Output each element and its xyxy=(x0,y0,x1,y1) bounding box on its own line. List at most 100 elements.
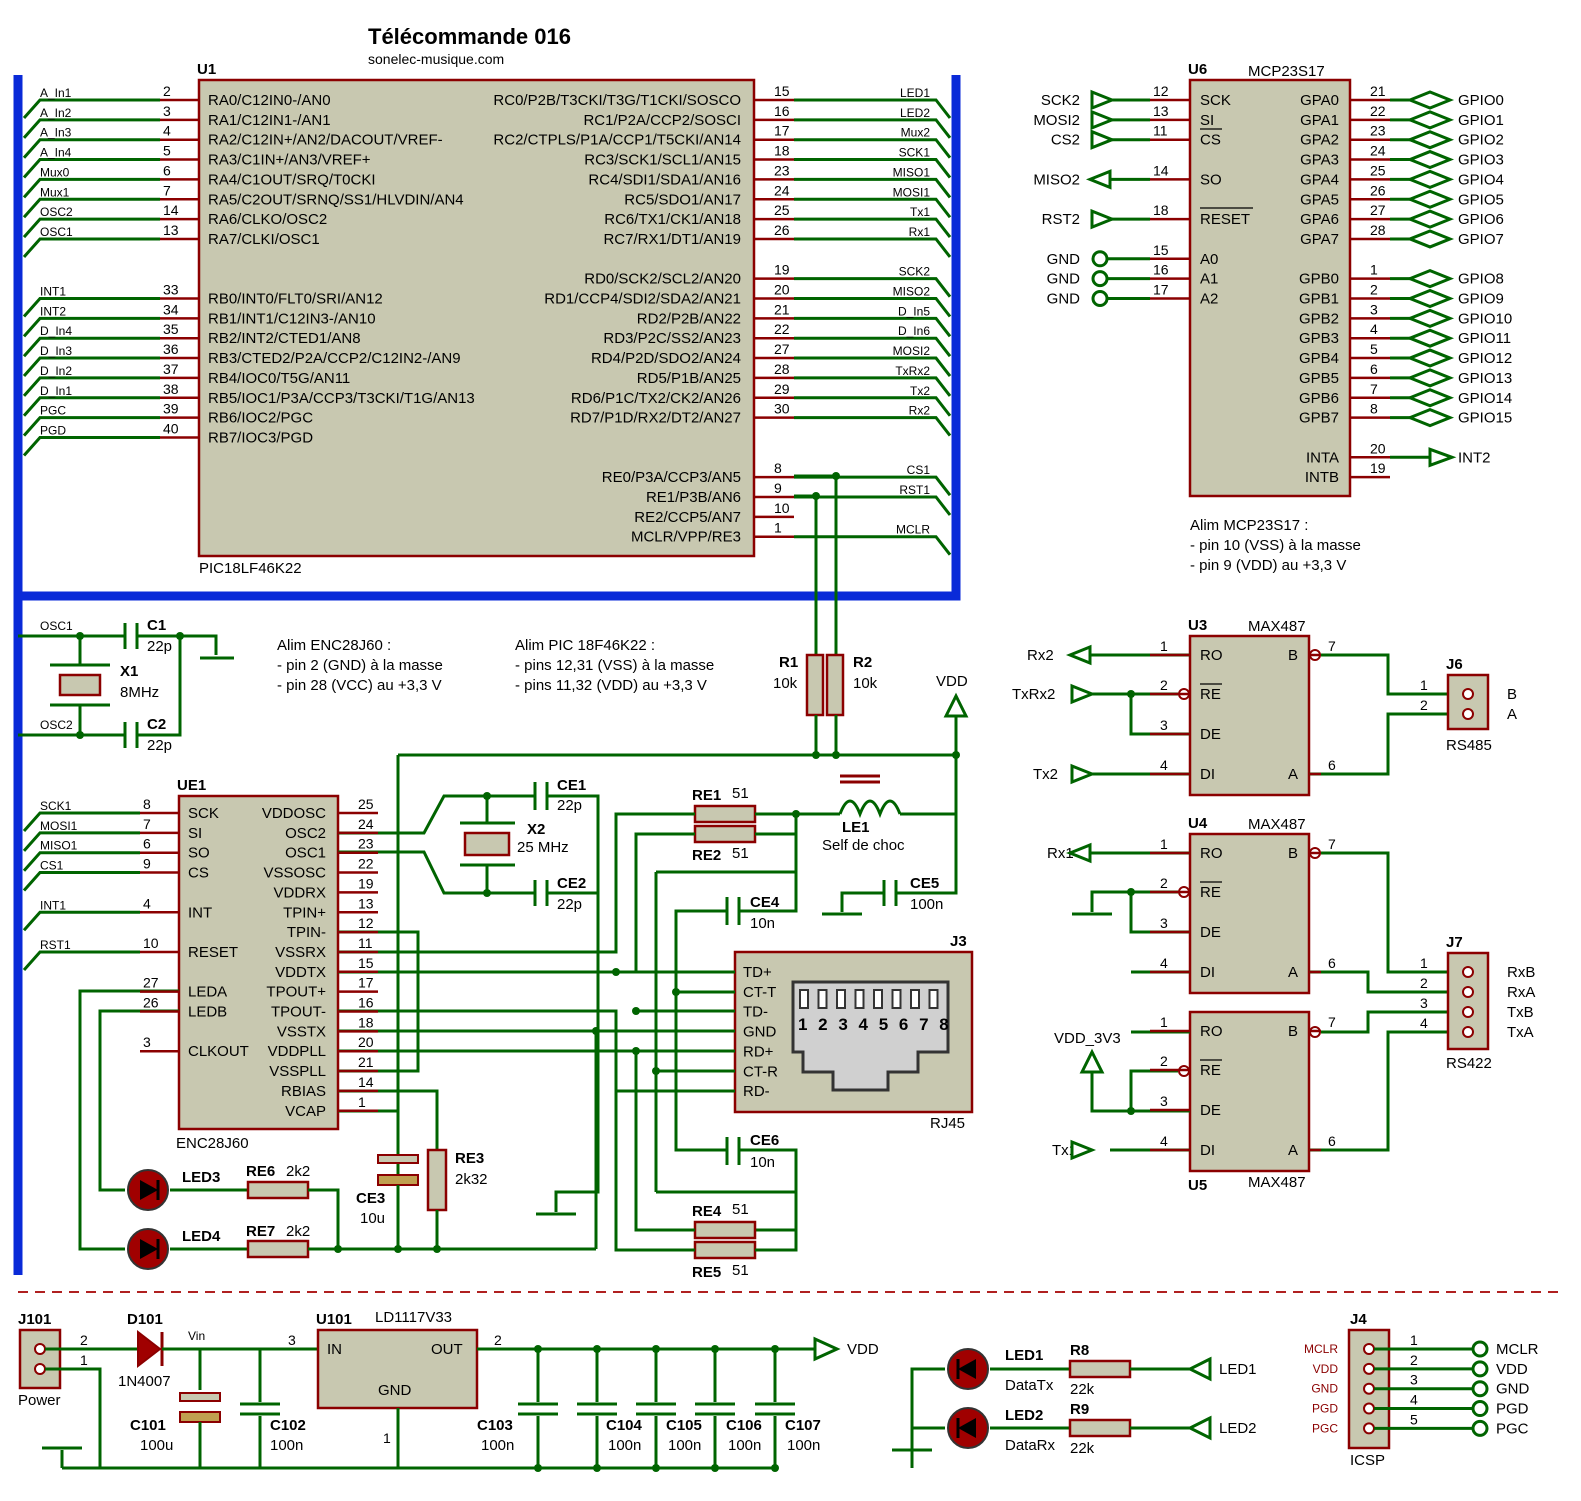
max-pin-ro: RO xyxy=(1200,647,1223,664)
u1-net-tx1: Tx1 xyxy=(910,205,930,219)
ue1-net-miso1: MISO1 xyxy=(40,839,78,853)
ue1-pin-name: VSSPLL xyxy=(269,1063,326,1080)
u1-pin-num: 26 xyxy=(774,222,790,238)
u6-pin-name: GPA3 xyxy=(1300,152,1339,169)
osc2-net: OSC2 xyxy=(40,718,73,732)
pic-note-2: - pins 12,31 (VSS) à la masse xyxy=(515,657,714,674)
u101-pin3: 3 xyxy=(288,1332,296,1348)
u6-net-int2: INT2 xyxy=(1458,449,1491,466)
enc-note-3: - pin 28 (VCC) au +3,3 V xyxy=(277,677,442,694)
max-pin-re: RE xyxy=(1200,1062,1221,1079)
schematic-title: Télécommande 016 xyxy=(368,24,571,49)
c101-value: 100u xyxy=(140,1437,173,1454)
u1-net-d-in1: D_In1 xyxy=(40,384,72,398)
j7-label-rxb: RxB xyxy=(1507,964,1535,981)
max-pin-de: DE xyxy=(1200,1102,1221,1119)
led1-net: LED1 xyxy=(1219,1361,1257,1378)
u6-pin-name: GPA1 xyxy=(1300,112,1339,129)
u6-pin-name: GPA4 xyxy=(1300,171,1339,188)
ue1-pin-num: 3 xyxy=(143,1034,151,1050)
max-pin-num: 7 xyxy=(1328,638,1336,654)
max-pin-di: DI xyxy=(1200,964,1215,981)
u1-net-mosi1: MOSI1 xyxy=(893,185,931,199)
le1-ref: LE1 xyxy=(842,819,870,836)
ue1-pin-num: 8 xyxy=(143,796,151,812)
u1-net-cs1: CS1 xyxy=(907,463,931,477)
u1-net-led1: LED1 xyxy=(900,86,930,100)
u1-pin-name: RD0/SCK2/SCL2/AN20 xyxy=(584,271,741,288)
max-pin-re: RE xyxy=(1200,686,1221,703)
max-pin-num: 2 xyxy=(1160,875,1168,891)
led1-ref: LED1 xyxy=(1005,1347,1043,1364)
u6-pin-name: GPA7 xyxy=(1300,231,1339,248)
u1-pin-num: 18 xyxy=(774,143,790,159)
u1-pin-num: 16 xyxy=(774,103,790,119)
ue1-pin-num: 17 xyxy=(358,975,374,991)
j7-num-4: 4 xyxy=(1420,1015,1428,1031)
u1-pin-name: RA5/C2OUT/SRNQ/SS1/HLVDIN/AN4 xyxy=(208,191,464,208)
u6-net-rst2: RST2 xyxy=(1042,211,1080,228)
led2-value: DataRx xyxy=(1005,1437,1056,1454)
led2-ref: LED2 xyxy=(1005,1407,1043,1424)
max-pin-a: A xyxy=(1288,1142,1298,1159)
u1-net-d-in3: D_In3 xyxy=(40,344,72,358)
u1-net-a-in2: A_In2 xyxy=(40,106,72,120)
u6-pin-num: 14 xyxy=(1153,162,1169,178)
u1-net-d-in4: D_In4 xyxy=(40,324,72,338)
c106-value: 100n xyxy=(728,1437,761,1454)
u1-pin-name: RD6/P1C/TX2/CK2/AN26 xyxy=(571,390,741,407)
u3-tx2-label: Tx2 xyxy=(1033,766,1058,783)
u6-net-gpio6: GPIO6 xyxy=(1458,211,1504,228)
ce5-ref: CE5 xyxy=(910,875,939,892)
u1-pin-num: 38 xyxy=(163,381,179,397)
max-pin-de: DE xyxy=(1200,726,1221,743)
j7-ref: J7 xyxy=(1446,934,1463,951)
u1-part: PIC18LF46K22 xyxy=(199,560,302,577)
u1-net-a-in4: A_In4 xyxy=(40,146,72,160)
u6-pin-num: 6 xyxy=(1370,361,1378,377)
u5-vdd-label: VDD_3V3 xyxy=(1054,1030,1121,1047)
icsp-pin-vdd: VDD xyxy=(1313,1362,1339,1376)
u6-pin-name: GPB5 xyxy=(1299,370,1339,387)
ue1-pin-name: TPOUT+ xyxy=(266,984,326,1001)
u6-net-miso2: MISO2 xyxy=(1033,171,1080,188)
ue1-pin-name: VCAP xyxy=(285,1103,326,1120)
u1-pin-num: 39 xyxy=(163,401,179,417)
icsp-pin-gnd: GND xyxy=(1311,1382,1338,1396)
u6-pin-name: CS xyxy=(1200,132,1221,149)
d101-value: 1N4007 xyxy=(118,1373,171,1390)
pic-note-1: Alim PIC 18F46K22 : xyxy=(515,637,655,654)
ue1-pin-num: 10 xyxy=(143,935,159,951)
u1-pin-name: RA7/CLKI/OSC1 xyxy=(208,231,320,248)
u6-pin-num: 7 xyxy=(1370,381,1378,397)
x1-value: 8MHz xyxy=(120,684,159,701)
j7-part: RS422 xyxy=(1446,1055,1492,1072)
ue1-pin-num: 12 xyxy=(358,915,374,931)
ue1-pin-num: 21 xyxy=(358,1054,374,1070)
icsp-pin-pgd: PGD xyxy=(1312,1402,1338,1416)
re5-value: 51 xyxy=(732,1262,749,1279)
u6-net-gpio9: GPIO9 xyxy=(1458,291,1504,308)
r9-value: 22k xyxy=(1070,1440,1095,1457)
u1-pin-name: RD5/P1B/AN25 xyxy=(637,370,741,387)
ue1-pin-num: 15 xyxy=(358,955,374,971)
u6-pin-num: 22 xyxy=(1370,103,1386,119)
u1-net-miso1: MISO1 xyxy=(893,165,931,179)
u1-net-mosi2: MOSI2 xyxy=(893,344,931,358)
icsp-pin-num: 1 xyxy=(1410,1332,1418,1348)
enc-note-2: - pin 2 (GND) à la masse xyxy=(277,657,443,674)
ce3-ref: CE3 xyxy=(356,1190,385,1207)
ue1-pin-num: 6 xyxy=(143,836,151,852)
max-pin-b: B xyxy=(1288,647,1298,664)
max-pin-b: B xyxy=(1288,845,1298,862)
u6-pin-num: 1 xyxy=(1370,262,1378,278)
j6-label-b: B xyxy=(1507,686,1517,703)
u6-net-gpio14: GPIO14 xyxy=(1458,390,1512,407)
u6-net-cs2: CS2 xyxy=(1051,132,1080,149)
ue1-pin-name: TPIN- xyxy=(287,924,326,941)
u101-in: IN xyxy=(327,1341,342,1358)
u6-pin-name: INTB xyxy=(1305,469,1339,486)
u6-net-gpio7: GPIO7 xyxy=(1458,231,1504,248)
max-pin-num: 6 xyxy=(1328,757,1336,773)
